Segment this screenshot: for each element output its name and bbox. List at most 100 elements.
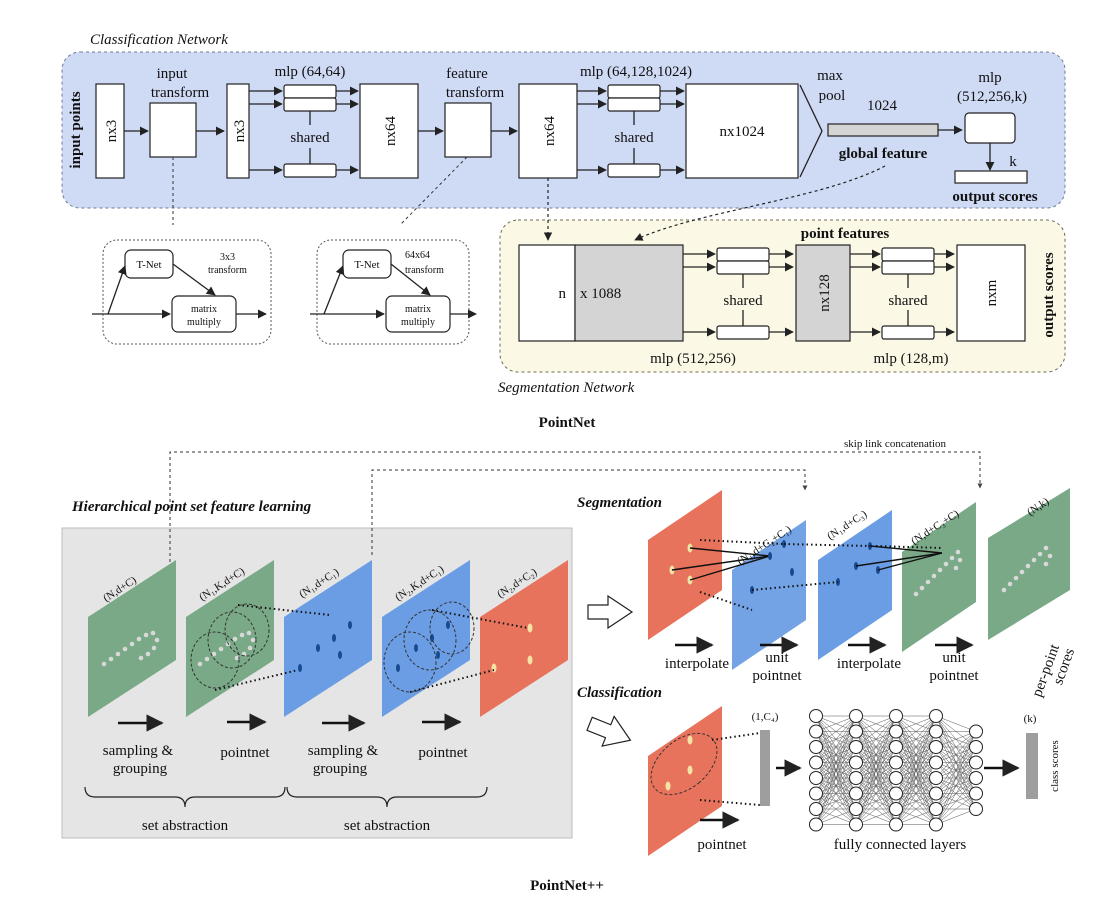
pointnetpp-caption: PointNet++: [530, 878, 604, 894]
fc-connection: [935, 808, 977, 825]
fc-connection: [815, 793, 857, 825]
plane4-groups: [383, 601, 475, 693]
nx64-label-1: nx64: [383, 116, 399, 147]
feature-transform-label-2: transform: [446, 85, 505, 101]
fc-connection: [855, 715, 897, 763]
cls-feature-bar: [760, 730, 770, 806]
fc-connection: [935, 731, 977, 763]
classification-network-label: Classification Network: [90, 32, 228, 48]
fc-connection: [855, 715, 897, 779]
interpolate-1: interpolate: [665, 656, 729, 672]
global-feature-bar: [827, 123, 939, 137]
seg-output-scores-label: output scores: [1041, 252, 1057, 337]
fc-connection: [895, 793, 937, 825]
fc-neuron: [929, 709, 943, 723]
fc-neuron: [809, 802, 823, 816]
hierarchical-title: Hierarchical point set feature learning: [71, 499, 312, 515]
brace-2: [286, 786, 488, 808]
seg-green-points: [913, 549, 963, 597]
segmentation-title: Segmentation: [577, 495, 662, 511]
sampling-grouping-2a: sampling &: [308, 743, 379, 759]
fc-neuron: [969, 802, 983, 816]
fully-connected-label: fully connected layers: [834, 837, 967, 853]
pool-label: pool: [819, 88, 846, 104]
input-transform-box: [149, 102, 197, 158]
cls-points: [665, 735, 693, 791]
max-label: max: [817, 68, 843, 84]
interpolate-2: interpolate: [837, 656, 901, 672]
fc-connection: [895, 777, 937, 825]
fc-neuron: [929, 755, 943, 770]
input-points-label: input points: [68, 91, 84, 168]
pointnet-step-2: pointnet: [418, 745, 468, 761]
fc-connection: [855, 715, 897, 794]
fc-connection: [855, 715, 897, 748]
output-scores-bar: [954, 170, 1028, 184]
brace-1: [84, 786, 286, 808]
seg-projections: [699, 539, 943, 611]
fc-connection: [895, 715, 937, 779]
cls-projections: [699, 732, 761, 806]
k-label: k: [1009, 154, 1017, 170]
mlp1-unit-top2: [283, 97, 337, 112]
fc-connection: [895, 715, 937, 825]
fc-connection: [855, 715, 897, 825]
seg-n-label: n: [559, 286, 567, 302]
fc-neuron: [929, 786, 943, 801]
sa1-projections: [214, 604, 331, 691]
tnet1-matrix-1: matrix: [191, 304, 217, 315]
nxm-label: nxm: [984, 279, 1000, 306]
fc-connection: [895, 762, 937, 825]
nx3-transformed-box: [226, 83, 250, 179]
fc-neuron: [929, 817, 943, 832]
unit-pointnet-2a: unit: [942, 650, 966, 666]
plane-green-2: [186, 560, 274, 717]
nx64-label-2: nx64: [542, 116, 558, 147]
fc-connection: [815, 715, 857, 732]
unit-pointnet-2b: pointnet: [929, 668, 979, 684]
seg-plane-red: [648, 490, 722, 640]
fc-connection: [855, 762, 897, 825]
mlp3-label-2: (512,256,k): [957, 89, 1027, 105]
fc-connection: [895, 808, 937, 825]
seg-interp-lines-1: [671, 547, 771, 581]
seg-1088-label: x 1088: [580, 286, 621, 302]
fc-neuron: [969, 771, 983, 785]
fc-neuron: [809, 817, 823, 832]
seg-branch-arrow: [587, 594, 634, 630]
sa2-projections: [409, 609, 529, 693]
k-output-label: (k): [1024, 713, 1037, 725]
fc-connection: [935, 793, 977, 825]
nx1024-box: [685, 83, 799, 179]
seg-output-points: [1001, 545, 1053, 593]
mlp1-unit-bottom: [283, 163, 337, 178]
fc-neuron: [809, 786, 823, 801]
mlp-64-128-1024-label: mlp (64,128,1024): [580, 64, 692, 80]
mlp2-unit-top2: [607, 97, 661, 112]
fc-neuron: [849, 771, 863, 785]
nx3-input-label: nx3: [104, 120, 120, 143]
plane-blue-1: [284, 560, 372, 717]
fc-connection: [855, 715, 897, 732]
set-abstraction-1: set abstraction: [142, 818, 229, 834]
seg-interp-lines-2: [855, 545, 943, 571]
fc-connection: [855, 793, 897, 825]
unit-pointnet-1b: pointnet: [752, 668, 802, 684]
fc-connection: [895, 715, 937, 732]
fully-connected-network: [809, 709, 983, 832]
shared-label-1: shared: [290, 130, 330, 146]
fc-neuron: [849, 817, 863, 832]
fc-connection: [895, 746, 937, 825]
fc-neuron: [849, 740, 863, 754]
fc-connection: [815, 715, 857, 825]
c4-label: (1,C₄): [752, 711, 779, 723]
fc-neuron: [809, 755, 823, 770]
mlp-64-64-label: mlp (64,64): [275, 64, 346, 80]
shared-label-3: shared: [723, 293, 763, 309]
sampling-grouping-1b: grouping: [113, 761, 168, 777]
fc-neuron: [889, 755, 903, 770]
fc-connection: [855, 777, 897, 825]
pointnet-caption: PointNet: [539, 415, 596, 431]
classification-title: Classification: [577, 685, 662, 701]
